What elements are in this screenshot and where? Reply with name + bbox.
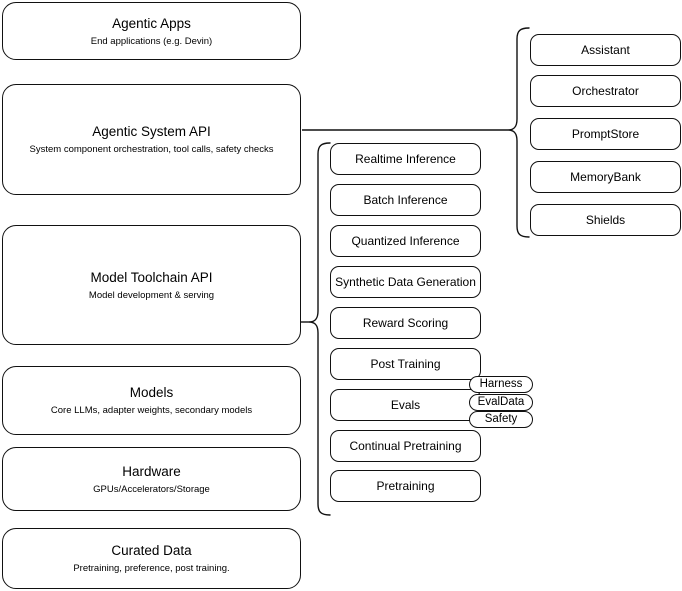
capability-batch-inference[interactable]: Batch Inference: [330, 184, 481, 216]
capability-label: Synthetic Data Generation: [335, 274, 476, 289]
evals-pill-safety[interactable]: Safety: [469, 411, 533, 428]
capability-label: Quantized Inference: [351, 233, 460, 248]
layer-models[interactable]: Models Core LLMs, adapter weights, secon…: [2, 366, 301, 435]
component-shields[interactable]: Shields: [530, 204, 681, 236]
component-label: Orchestrator: [572, 83, 639, 98]
component-label: PromptStore: [571, 126, 640, 141]
layer-title: Agentic System API: [92, 124, 211, 139]
evals-pill-label: Harness: [479, 378, 523, 390]
component-memorybank[interactable]: MemoryBank: [530, 161, 681, 193]
evals-pill-harness[interactable]: Harness: [469, 376, 533, 393]
layer-model-toolchain-api[interactable]: Model Toolchain API Model development & …: [2, 225, 301, 345]
component-label: MemoryBank: [570, 169, 641, 184]
capability-realtime-inference[interactable]: Realtime Inference: [330, 143, 481, 175]
component-orchestrator[interactable]: Orchestrator: [530, 75, 681, 107]
capability-quantized-inference[interactable]: Quantized Inference: [330, 225, 481, 257]
capability-synthetic-data-generation[interactable]: Synthetic Data Generation: [330, 266, 481, 298]
capability-continual-pretraining[interactable]: Continual Pretraining: [330, 430, 481, 462]
layer-title: Model Toolchain API: [90, 269, 213, 285]
capability-label: Realtime Inference: [355, 151, 456, 166]
capability-evals[interactable]: Evals: [330, 389, 481, 421]
capability-label: Post Training: [370, 356, 441, 371]
component-promptstore[interactable]: PromptStore: [530, 118, 681, 150]
layer-title: Hardware: [122, 463, 181, 479]
layer-subtitle: Core LLMs, adapter weights, secondary mo…: [50, 405, 253, 416]
brace-agentic-components: [507, 27, 530, 238]
brace-toolchain-capabilities: [308, 142, 331, 516]
layer-title: Curated Data: [111, 543, 192, 558]
layer-hardware[interactable]: Hardware GPUs/Accelerators/Storage: [2, 447, 301, 511]
layer-subtitle: System component orchestration, tool cal…: [29, 144, 274, 155]
component-label: Shields: [585, 212, 626, 227]
capability-label: Evals: [390, 397, 421, 412]
capability-label: Reward Scoring: [362, 315, 449, 330]
component-assistant[interactable]: Assistant: [530, 34, 681, 66]
layer-title: Models: [129, 385, 174, 400]
evals-pill-label: EvalData: [477, 396, 525, 408]
capability-label: Continual Pretraining: [349, 438, 462, 453]
capability-label: Batch Inference: [363, 192, 448, 207]
layer-subtitle: Pretraining, preference, post training.: [73, 563, 230, 574]
capability-pretraining[interactable]: Pretraining: [330, 470, 481, 502]
component-label: Assistant: [581, 42, 630, 57]
capability-label: Pretraining: [376, 478, 435, 493]
layer-subtitle: GPUs/Accelerators/Storage: [93, 483, 210, 495]
layer-agentic-apps[interactable]: Agentic Apps End applications (e.g. Devi…: [2, 2, 301, 60]
capability-post-training[interactable]: Post Training: [330, 348, 481, 380]
layer-agentic-system-api[interactable]: Agentic System API System component orch…: [2, 84, 301, 195]
evals-pill-evaldata[interactable]: EvalData: [469, 394, 533, 411]
layer-curated-data[interactable]: Curated Data Pretraining, preference, po…: [2, 528, 301, 589]
evals-pill-label: Safety: [484, 413, 518, 425]
layer-title: Agentic Apps: [112, 15, 191, 31]
layer-subtitle: Model development & serving: [88, 289, 215, 301]
capability-reward-scoring[interactable]: Reward Scoring: [330, 307, 481, 339]
layer-subtitle: End applications (e.g. Devin): [90, 35, 213, 47]
